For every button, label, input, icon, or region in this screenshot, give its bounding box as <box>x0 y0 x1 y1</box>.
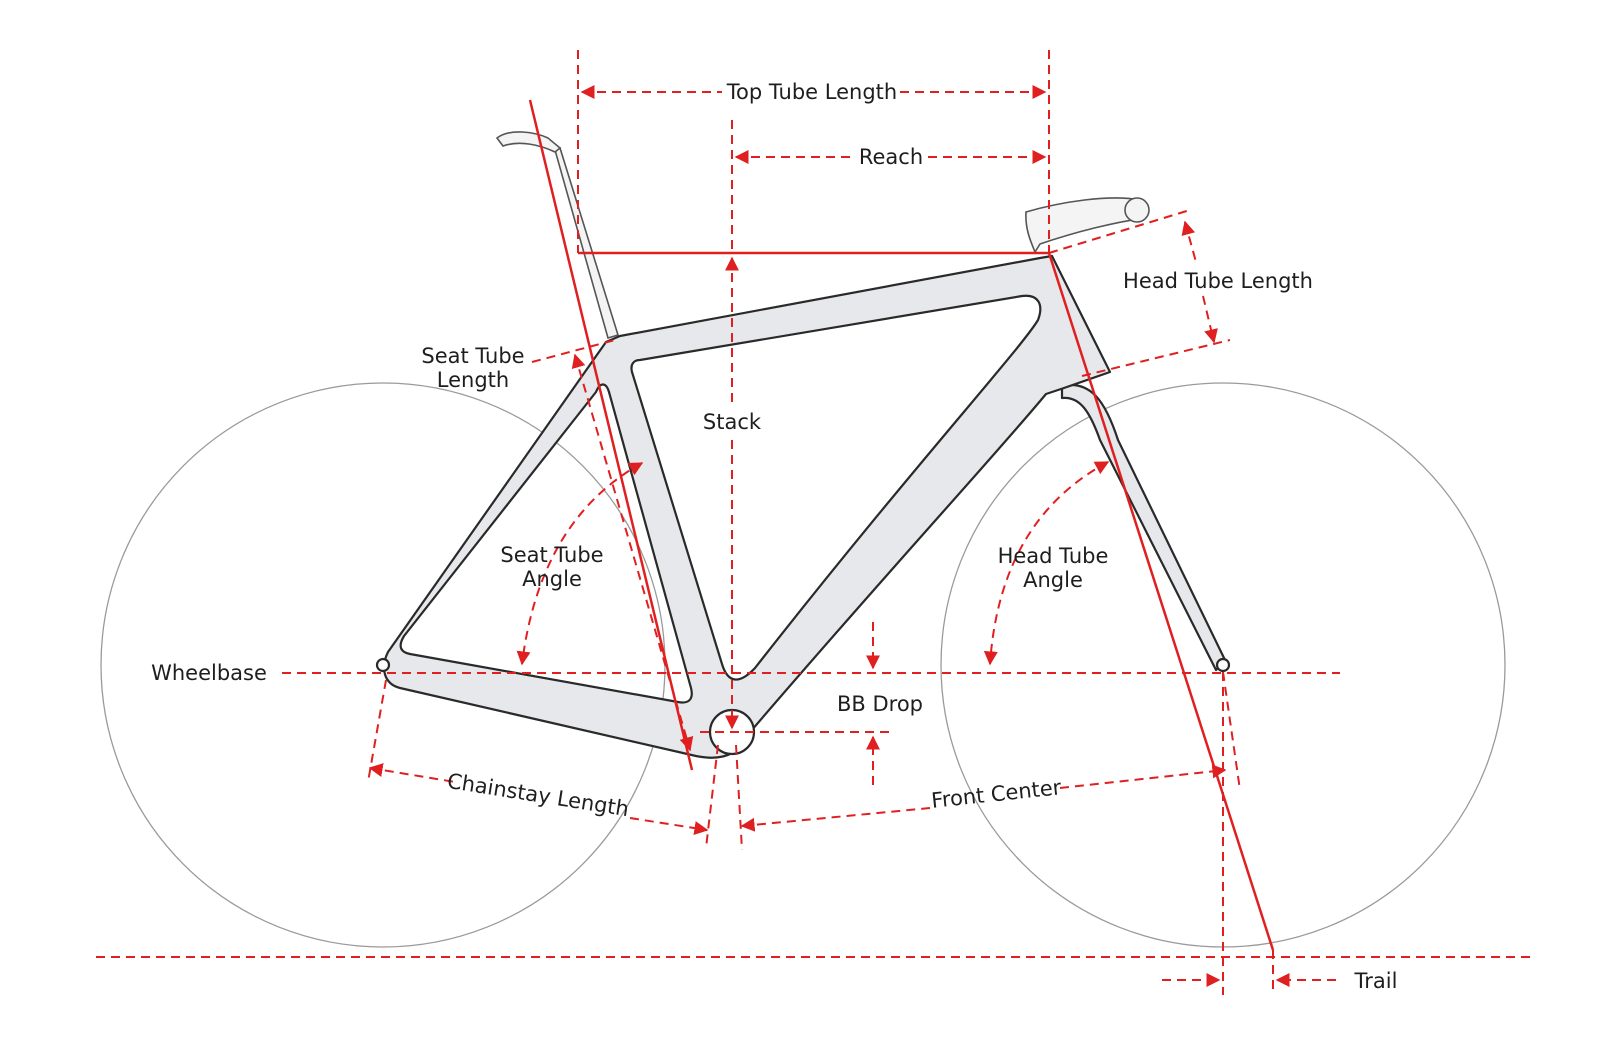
front-center-ref-right <box>1222 671 1241 791</box>
head-tube-top-ref <box>1048 209 1191 254</box>
wheelbase-label: Wheelbase <box>151 661 267 685</box>
reach-label: Reach <box>859 145 923 169</box>
seatpost <box>495 131 620 340</box>
seat-tube-angle-label-2: Angle <box>522 567 582 591</box>
seat-tube-length-label-1: Seat Tube <box>421 344 524 368</box>
front-center-ref-left <box>735 744 743 851</box>
front-center-label: Front Center <box>930 775 1063 813</box>
chainstay-length-label: Chainstay Length <box>446 769 631 821</box>
chainstay-ref-right <box>705 744 719 849</box>
head-tube-length-label: Head Tube Length <box>1123 269 1313 293</box>
front-axle <box>1215 657 1231 673</box>
head-tube-angle-arc <box>983 461 1110 666</box>
rear-axle <box>375 657 391 673</box>
trail-label: Trail <box>1354 969 1398 993</box>
head-tube-bottom-ref <box>1081 339 1231 377</box>
head-tube-angle-label-2: Angle <box>1023 568 1083 592</box>
chainstay-ref-left <box>367 679 387 783</box>
top-tube-length-label: Top Tube Length <box>726 80 897 104</box>
seat-tube-length-label-2: Length <box>437 368 509 392</box>
stack-label: Stack <box>703 410 762 434</box>
head-tube-axis <box>1047 252 1275 951</box>
fork <box>1060 383 1227 672</box>
bb-drop-label: BB Drop <box>837 692 923 716</box>
head-tube-angle-label-1: Head Tube <box>998 544 1109 568</box>
frame <box>382 254 1112 759</box>
seat-tube-angle-label-1: Seat Tube <box>500 543 603 567</box>
stem <box>1025 197 1150 254</box>
handlebar-clamp <box>1124 197 1150 223</box>
